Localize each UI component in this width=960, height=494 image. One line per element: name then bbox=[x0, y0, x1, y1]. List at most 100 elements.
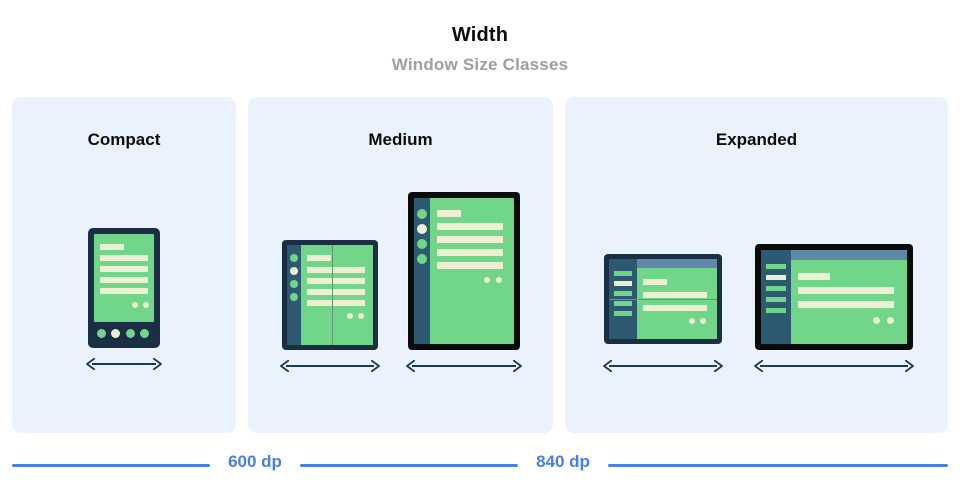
page-subtitle: Window Size Classes bbox=[391, 55, 569, 74]
content-line bbox=[437, 236, 503, 243]
content-line bbox=[100, 244, 124, 250]
rail-item bbox=[614, 311, 632, 316]
content-line bbox=[100, 266, 148, 272]
arrow-head-right-icon bbox=[714, 360, 723, 372]
rail-item bbox=[766, 308, 786, 313]
arrow-head-right-icon bbox=[153, 358, 162, 370]
panel-expanded: Expanded bbox=[565, 97, 948, 433]
panel-title-expanded: Expanded bbox=[715, 130, 798, 149]
content-line bbox=[643, 305, 707, 311]
content-line bbox=[437, 249, 503, 256]
nav-dot bbox=[140, 329, 149, 338]
fab-dot bbox=[873, 317, 880, 324]
arrow-shaft bbox=[609, 365, 717, 367]
breakpoint-rule-middle bbox=[300, 464, 518, 467]
content-line bbox=[100, 255, 148, 261]
fold-crease bbox=[332, 245, 333, 345]
device-medium-foldable bbox=[282, 240, 378, 350]
rail-icon bbox=[417, 254, 427, 264]
arrow-shaft bbox=[286, 365, 374, 367]
width-arrow-medium-tablet bbox=[406, 357, 522, 375]
arrow-head-left-icon bbox=[603, 360, 612, 372]
content-line bbox=[643, 292, 707, 298]
navigation-rail bbox=[414, 198, 430, 344]
content-line bbox=[307, 289, 365, 295]
phone-bottom-nav bbox=[94, 324, 154, 342]
rail-item bbox=[614, 301, 632, 306]
fab-dot bbox=[700, 318, 706, 324]
arrow-head-right-icon bbox=[371, 360, 380, 372]
panel-medium: Medium bbox=[248, 97, 553, 433]
breakpoint-rule-right bbox=[608, 464, 948, 467]
rail-icon bbox=[290, 293, 298, 301]
content-line bbox=[307, 267, 365, 273]
fab-dot bbox=[358, 313, 364, 319]
arrow-head-right-icon bbox=[905, 360, 914, 372]
nav-dot bbox=[126, 329, 135, 338]
width-arrow-medium-foldable bbox=[280, 357, 380, 375]
rail-item bbox=[766, 297, 786, 302]
arrow-head-left-icon bbox=[406, 360, 415, 372]
rail-item bbox=[766, 275, 786, 280]
tablet-screen bbox=[761, 250, 907, 344]
tablet-screen bbox=[414, 198, 514, 344]
phone-screen bbox=[94, 234, 154, 322]
content-line bbox=[307, 255, 331, 261]
nav-dot bbox=[97, 329, 106, 338]
fab-dot bbox=[887, 317, 894, 324]
rail-icon bbox=[417, 209, 427, 219]
foldable-screen bbox=[287, 245, 373, 345]
rail-item bbox=[614, 281, 632, 286]
width-arrow-expanded-tablet bbox=[754, 357, 914, 375]
foldable-screen bbox=[609, 259, 717, 339]
arrow-head-left-icon bbox=[86, 358, 95, 370]
content-line bbox=[798, 287, 894, 294]
device-expanded-tablet bbox=[755, 244, 913, 350]
fold-crease bbox=[609, 299, 717, 300]
width-arrow-compact bbox=[86, 355, 162, 373]
arrow-shaft bbox=[412, 365, 516, 367]
rail-item bbox=[766, 286, 786, 291]
content-line bbox=[307, 278, 365, 284]
rail-item bbox=[766, 264, 786, 269]
content-line bbox=[100, 288, 148, 294]
page-title: Width bbox=[451, 24, 509, 46]
arrow-head-left-icon bbox=[280, 360, 289, 372]
content-line bbox=[798, 273, 830, 280]
app-bar bbox=[637, 259, 717, 268]
fab-dot bbox=[143, 302, 149, 308]
device-expanded-foldable bbox=[604, 254, 722, 344]
width-arrow-expanded-foldable bbox=[603, 357, 723, 375]
panel-title-compact: Compact bbox=[87, 130, 161, 149]
fab-dot bbox=[132, 302, 138, 308]
nav-dot bbox=[111, 329, 120, 338]
arrow-head-right-icon bbox=[513, 360, 522, 372]
fab-dot bbox=[689, 318, 695, 324]
panel-title-medium: Medium bbox=[368, 130, 433, 149]
breakpoint-rule-left bbox=[12, 464, 210, 467]
rail-item bbox=[614, 271, 632, 276]
content-line bbox=[437, 223, 503, 230]
content-line bbox=[100, 277, 148, 283]
panel-compact: Compact bbox=[12, 97, 236, 433]
breakpoint-label-600: 600 dp bbox=[228, 452, 282, 471]
rail-item bbox=[614, 291, 632, 296]
app-bar bbox=[791, 250, 907, 260]
rail-icon bbox=[290, 254, 298, 262]
fab-dot bbox=[347, 313, 353, 319]
content-line bbox=[437, 210, 461, 217]
arrow-shaft bbox=[760, 365, 908, 367]
arrow-shaft bbox=[92, 363, 156, 365]
rail-icon bbox=[290, 267, 298, 275]
device-medium-tablet bbox=[408, 192, 520, 350]
rail-icon bbox=[417, 224, 427, 234]
content-line bbox=[643, 279, 667, 285]
device-compact-phone bbox=[88, 228, 160, 348]
content-line bbox=[307, 300, 365, 306]
content-line bbox=[437, 262, 503, 269]
arrow-head-left-icon bbox=[754, 360, 763, 372]
fab-dot bbox=[484, 277, 490, 283]
rail-icon bbox=[417, 239, 427, 249]
rail-icon bbox=[290, 280, 298, 288]
